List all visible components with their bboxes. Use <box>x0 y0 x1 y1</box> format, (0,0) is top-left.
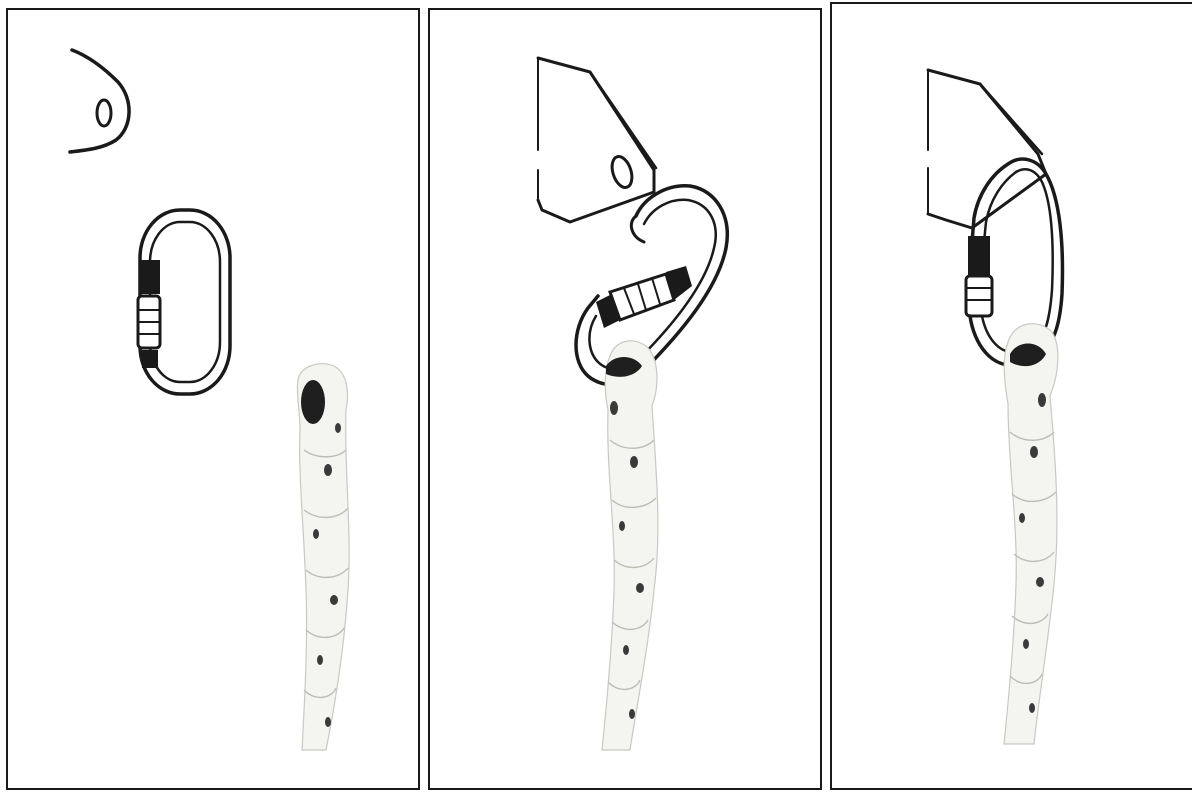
anchor-plate <box>538 58 656 222</box>
step-2-drawing <box>430 10 824 792</box>
rope-eye <box>301 380 325 424</box>
screw-gate-carabiner <box>138 210 230 394</box>
rope <box>602 341 658 750</box>
rope-with-thimble-eye <box>297 364 349 750</box>
step-2-panel <box>428 8 822 790</box>
screw-gate-sleeve <box>596 266 692 328</box>
anchor-eyelet <box>70 50 129 152</box>
anchor-plate <box>928 70 1046 228</box>
step-3-panel <box>830 2 1192 790</box>
step-1-drawing <box>8 10 422 792</box>
step-3-drawing <box>832 4 1192 792</box>
rope <box>1004 324 1058 744</box>
step-1-panel <box>6 8 420 790</box>
